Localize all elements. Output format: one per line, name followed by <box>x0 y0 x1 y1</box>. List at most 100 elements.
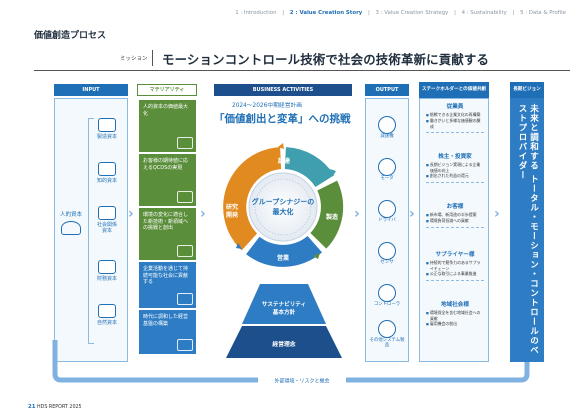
stakeholder-group: サプライヤー様 持続的で競争力のあるサプライチェーン公正な取引による事業推進 <box>426 250 484 281</box>
human-capital: 人的資本 <box>58 210 84 238</box>
money-icon <box>98 260 116 274</box>
long-term-vision: 未来と調和する トータル・モーション・コントロールのベストプロバイダー <box>510 98 544 362</box>
stakeholder-bullet: 雇用機会の創出 <box>426 321 484 327</box>
cycle-arrow-icon <box>330 169 336 176</box>
handshake-icon <box>98 206 116 220</box>
segment-label: 調達 <box>278 157 291 165</box>
materiality-item: お客様の期待値に応えるQCDSの実現 <box>139 154 196 206</box>
building-icon <box>177 339 193 351</box>
divider <box>152 50 153 66</box>
nav-item[interactable]: 1 : Introduction <box>235 10 277 16</box>
materiality-text: お客様の期待値に応えるQCDSの実現 <box>143 158 189 171</box>
people-icon <box>61 221 81 235</box>
core-pattern <box>254 178 312 236</box>
stakeholder-header: ステークホルダーとの価値共創 <box>419 82 489 98</box>
chevron-right-icon: › <box>128 206 134 222</box>
stakeholder-bullet: 働きがいと多様な価値観の醸成 <box>426 118 484 129</box>
cycle-arrow-icon <box>236 243 242 249</box>
foundation-pyramid: サステナビリティ 基本方針 経営理念 <box>226 284 342 358</box>
stakeholder-bullet: 挑戦できる企業文化の再構築 <box>426 112 484 118</box>
nav-item[interactable]: 4 : Sustainability <box>461 10 507 16</box>
stakeholder-name: 従業員 <box>446 104 464 110</box>
lightbulb-icon <box>98 162 116 176</box>
output-item: コントローラ <box>369 284 405 308</box>
plan-subtitle: 2024～2026中期経営計画 <box>232 103 303 109</box>
nav-item[interactable]: 5 : Data & Profile <box>520 10 566 16</box>
segment-label: 開発 <box>226 211 239 219</box>
output-header: OUTPUT <box>365 84 409 96</box>
people-icon <box>177 137 193 149</box>
feedback-path <box>52 340 530 383</box>
sensor-icon <box>378 242 396 260</box>
input-item: 財務資本 <box>96 260 118 282</box>
system-icon <box>378 320 396 338</box>
mission-headline: モーションコントロール技術で社会の技術革新に貢献する <box>162 52 490 67</box>
input-item-label: 社会関係資本 <box>96 222 117 234</box>
stakeholder-bullet: 環境保全を含む地域社会への貢献 <box>426 310 484 321</box>
segment-manufacturing <box>310 180 344 249</box>
materiality-text: 人的資本の価値最大化 <box>143 104 189 117</box>
segment-label: 研究 <box>226 203 238 211</box>
stakeholder-group: 従業員 挑戦できる企業文化の再構築働きがいと多様な価値観の醸成 <box>426 102 484 133</box>
pyramid-top-label: サステナビリティ <box>262 300 306 308</box>
pyramid-top <box>242 284 326 324</box>
gear-icon <box>177 191 193 203</box>
stakeholder-bullet: 長期ビジョン実現による企業価値の向上 <box>426 162 484 173</box>
stakeholder-group: 株主・投資家 長期ビジョン実現による企業価値の向上創出された利益の還元 <box>426 152 484 183</box>
segment-sales <box>246 236 322 267</box>
stakeholder-group: お客様 新市場、新用途の半歩提案環境負荷低減への貢献 <box>426 202 484 228</box>
chevron-right-icon: › <box>354 206 360 222</box>
output-label: その他システム製品 <box>369 338 405 348</box>
footer: 21 HDS REPORT 2025 <box>28 404 82 410</box>
input-item: 製造資本 <box>96 118 118 140</box>
synergy-line1: グループシナジーの <box>252 197 315 206</box>
stakeholder-name: 地域社会様 <box>441 302 469 308</box>
nav-item[interactable]: 3 : Value Creation Strategy <box>375 10 449 16</box>
cycle-arrow-icon <box>278 143 284 149</box>
stakeholder-bullet: 環境負荷低減への貢献 <box>426 218 484 224</box>
vision-header: 長期ビジョン <box>510 82 544 98</box>
output-label: ドライバ <box>378 218 396 223</box>
output-label: センサ <box>380 260 394 265</box>
input-item: 自然資本 <box>96 304 118 326</box>
output-label: 減速機 <box>380 134 394 139</box>
segment-procurement <box>284 147 335 187</box>
feedback-label: 外部環境・リスクと機会 <box>274 378 329 385</box>
chevron-right-icon: › <box>409 206 415 222</box>
input-item: 知的資本 <box>96 162 118 184</box>
feedback-label-bg <box>258 375 346 385</box>
header-rule <box>34 70 570 71</box>
output-label: コントローラ <box>373 302 401 307</box>
output-item: その他システム製品 <box>369 320 405 349</box>
output-label: モータ <box>380 176 394 181</box>
gear-icon <box>378 116 396 134</box>
input-item-label: 製造資本 <box>96 134 117 140</box>
input-item-label: 知的資本 <box>96 178 117 184</box>
chevron-right-icon: › <box>200 206 206 222</box>
pyramid-bottom-label: 経営理念 <box>272 340 295 348</box>
synergy-line2: 最大化 <box>273 207 294 216</box>
cycle-arrow-icon <box>313 253 320 259</box>
materiality-item: 人的資本の価値最大化 <box>139 100 196 152</box>
pyramid-bottom <box>226 326 342 358</box>
controller-icon <box>378 284 396 302</box>
motor-icon <box>378 158 396 176</box>
stakeholder-bullet: 新市場、新用途の半歩提案 <box>426 212 484 218</box>
page-number: 21 <box>28 404 36 410</box>
driver-icon <box>378 200 396 218</box>
materiality-header: マテリアリティ <box>137 84 197 96</box>
segment-label: 営業 <box>277 254 290 262</box>
section-title: 価値創造プロセス <box>34 31 107 41</box>
stakeholder-group: 地域社会様 環境保全を含む地域社会への貢献雇用機会の創出 <box>426 300 484 327</box>
nav-item-current[interactable]: 2 : Value Creation Story <box>289 10 363 16</box>
section-nav: 1 : Introduction | 2 : Value Creation St… <box>235 10 566 16</box>
output-item: センサ <box>369 242 405 266</box>
chevron-right-icon: › <box>494 206 500 222</box>
globe-icon <box>177 293 193 305</box>
input-item-label: 財務資本 <box>96 276 117 282</box>
materiality-item: 時代に調和した経営基盤の構築 <box>139 310 196 354</box>
materiality-item: 企業活動を通じて持続可能な社会に貢献する <box>139 262 196 308</box>
input-header: INPUT <box>54 84 128 96</box>
leaf-icon <box>98 304 116 318</box>
stakeholder-bullet: 創出された利益の還元 <box>426 173 484 179</box>
